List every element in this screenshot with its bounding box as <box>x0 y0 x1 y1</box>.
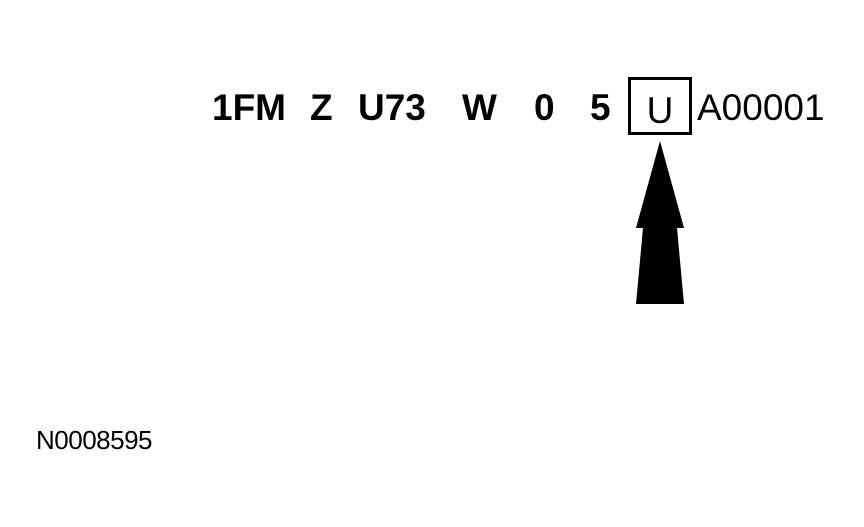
highlighted-character-box: U <box>628 77 692 135</box>
vin-segment-serial: A00001 <box>697 87 825 128</box>
vin-segment-engine: W <box>462 87 497 128</box>
figure-id-label: N0008595 <box>36 425 153 455</box>
vin-segment-model-year: 5 <box>590 87 611 128</box>
vin-segment-model: U73 <box>358 87 426 128</box>
vin-segment-restraint: Z <box>310 87 333 128</box>
vin-segment-wmi: 1FM <box>212 87 286 128</box>
up-arrow-icon <box>636 141 684 304</box>
highlighted-character: U <box>646 90 674 131</box>
vin-segment-check-digit: 0 <box>534 87 555 128</box>
